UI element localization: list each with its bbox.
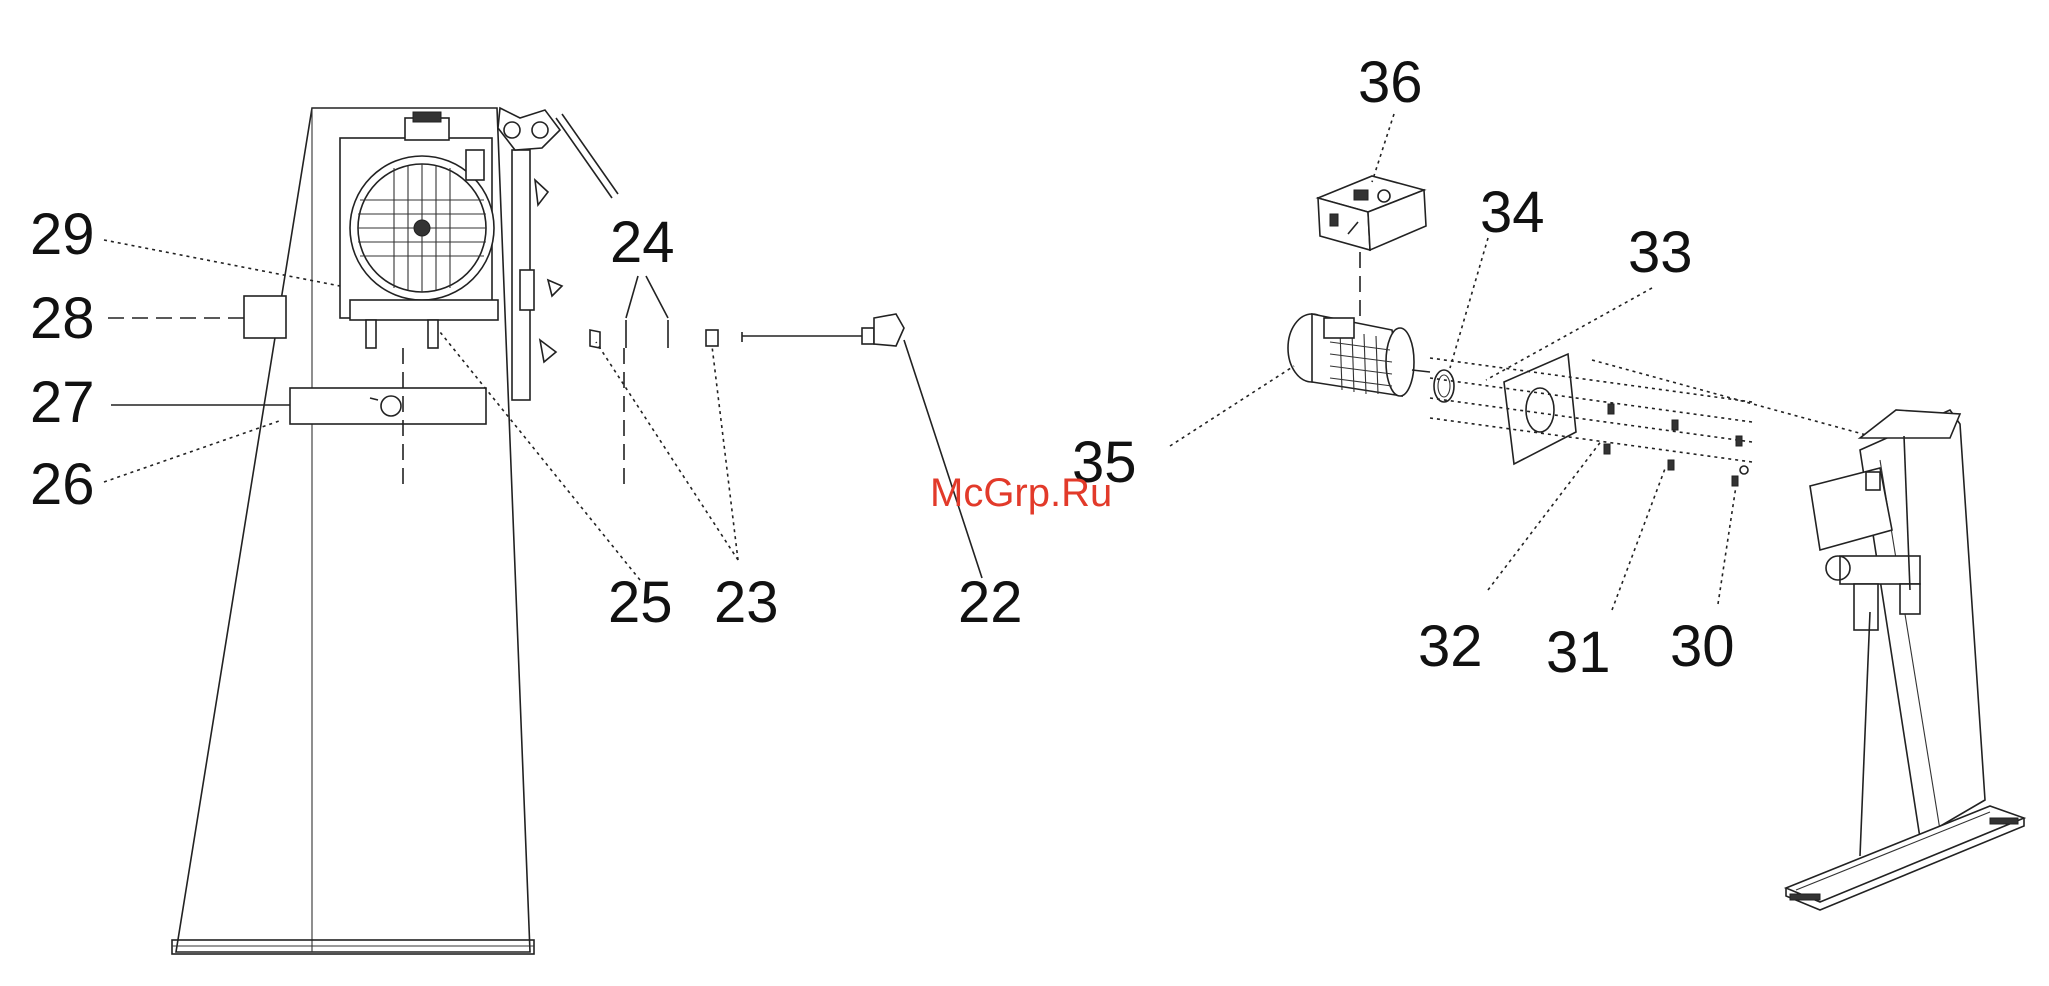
part-28-block xyxy=(108,296,286,338)
callout-26: 26 xyxy=(30,452,95,517)
part-36-control-box xyxy=(1318,176,1426,318)
callout-27: 27 xyxy=(30,370,95,435)
callout-33: 33 xyxy=(1628,220,1693,285)
callout-36: 36 xyxy=(1358,50,1423,115)
right-machine-stand xyxy=(1786,410,2024,910)
part-35-motor xyxy=(1288,314,1430,396)
assembly-lines xyxy=(1430,358,1870,486)
callout-24: 24 xyxy=(610,210,675,275)
small-fasteners xyxy=(590,320,718,488)
callout-labels: 29 28 27 26 24 25 23 22 36 34 33 35 32 3… xyxy=(30,50,1735,685)
part-22-pin xyxy=(742,314,904,346)
callout-29: 29 xyxy=(30,202,95,267)
part-27-plate xyxy=(111,388,486,424)
left-motor-assembly xyxy=(340,108,618,400)
callout-31: 31 xyxy=(1546,620,1611,685)
callout-23: 23 xyxy=(714,570,779,635)
callout-25: 25 xyxy=(608,570,673,635)
callout-28: 28 xyxy=(30,286,95,351)
callout-34: 34 xyxy=(1480,180,1545,245)
watermark: McGrp.Ru xyxy=(930,471,1112,515)
callout-30: 30 xyxy=(1670,614,1735,679)
callout-22: 22 xyxy=(958,570,1023,635)
callout-32: 32 xyxy=(1418,614,1483,679)
